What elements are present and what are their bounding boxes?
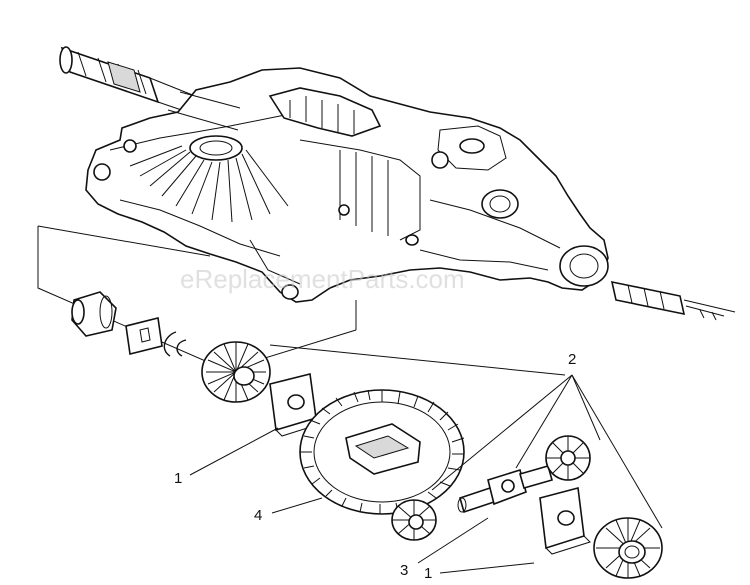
thrust-washer xyxy=(125,317,163,355)
retaining-ring xyxy=(163,331,187,357)
ring-gear xyxy=(299,389,465,515)
pinion-shaft xyxy=(457,465,553,514)
callout-label-4: 4 xyxy=(254,507,262,524)
lower-bevel-gear xyxy=(593,517,663,579)
pinion-gear-lower xyxy=(391,499,437,541)
callout-label-1-lower: 1 xyxy=(424,565,432,582)
pinion-gear-upper xyxy=(545,435,591,481)
callout-label-1-upper: 1 xyxy=(174,470,182,487)
right-axle-shaft xyxy=(610,280,736,321)
transaxle-housing xyxy=(85,67,609,303)
left-axle-shaft xyxy=(59,46,206,119)
callout-label-3: 3 xyxy=(400,562,408,579)
callout-label-2: 2 xyxy=(568,351,576,368)
lower-thrust-block xyxy=(539,486,591,555)
axle-bushing xyxy=(71,291,117,337)
watermark-text: eReplacementParts.com xyxy=(180,264,465,294)
leader-lines xyxy=(189,344,663,574)
upper-bevel-gear xyxy=(201,341,271,403)
